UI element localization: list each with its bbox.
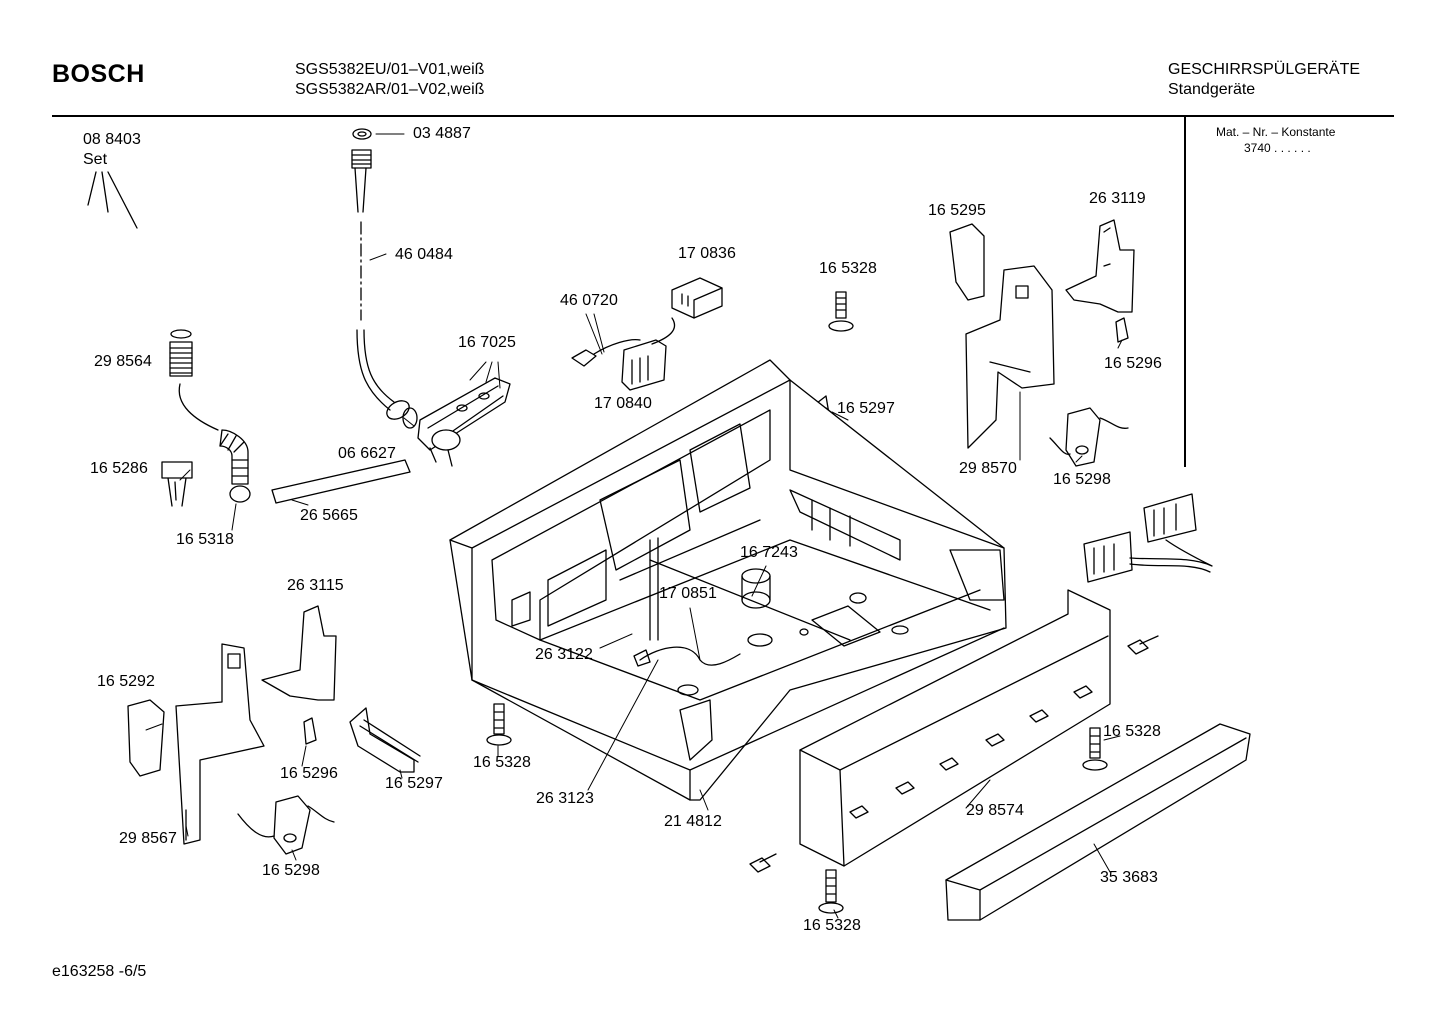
part-label-16-5297-left: 16 5297	[385, 775, 443, 792]
part-label-17-0851: 17 0851	[659, 585, 717, 602]
category-subtitle: Standgeräte	[1168, 81, 1256, 98]
spring-left	[350, 708, 420, 772]
kick-plate	[946, 724, 1250, 920]
left-bracket-group	[128, 606, 336, 854]
part-label-16-5328-bottom: 16 5328	[803, 917, 861, 934]
material-constant-label: Mat. – Nr. – Konstante	[1216, 125, 1336, 139]
material-constant-value: 3740 . . . . . .	[1244, 141, 1311, 155]
part-label-set: Set	[83, 151, 108, 168]
part-label-16-5328-top: 16 5328	[819, 260, 877, 277]
model-number-1: SGS5382EU/01–V01,weiß	[295, 61, 485, 78]
part-label-29-8570: 29 8570	[959, 460, 1017, 477]
wire-harness	[1084, 494, 1212, 582]
corrugated-hose	[220, 430, 250, 502]
part-label-46-0484: 46 0484	[395, 246, 453, 263]
leader-lines	[146, 134, 1122, 918]
small-screws	[750, 636, 1158, 872]
part-label-29-8564: 29 8564	[94, 353, 152, 370]
side-divider	[1184, 117, 1186, 467]
part-label-06-6627: 06 6627	[338, 445, 396, 462]
part-label-17-0836: 17 0836	[678, 245, 736, 262]
part-label-26-3122: 26 3122	[535, 646, 593, 663]
part-label-46-0720: 46 0720	[560, 292, 618, 309]
model-numbers: SGS5382EU/01–V01,weiß SGS5382AR/01–V02,w…	[295, 60, 484, 100]
screw-center	[487, 704, 511, 745]
drawing-code: e163258 -6/5	[52, 963, 147, 980]
part-label-16-7025: 16 7025	[458, 334, 516, 351]
part-label-17-0840: 17 0840	[594, 395, 652, 412]
set-leader-lines	[88, 172, 137, 228]
part-label-29-8567: 29 8567	[119, 830, 177, 847]
model-number-2: SGS5382AR/01–V02,weiß	[295, 81, 485, 98]
part-label-26-3123: 26 3123	[536, 790, 594, 807]
category-title: GESCHIRRSPÜLGERÄTE	[1168, 61, 1361, 78]
material-constant-box: Mat. – Nr. – Konstante 3740 . . . . . .	[1216, 124, 1335, 156]
part-label-08-8403: 08 8403	[83, 131, 141, 148]
brand-logo: BOSCH	[52, 60, 145, 88]
header-divider	[52, 115, 1394, 117]
product-category: GESCHIRRSPÜLGERÄTE Standgeräte	[1168, 60, 1360, 100]
plinth-panel	[800, 590, 1110, 866]
part-label-16-5297-right: 16 5297	[837, 400, 895, 417]
part-label-16-7243: 16 7243	[740, 544, 798, 561]
hose-clip	[162, 462, 192, 506]
inlet-hose	[352, 129, 417, 428]
screw-bottom	[819, 870, 843, 913]
part-label-16-5298-right: 16 5298	[1053, 471, 1111, 488]
part-label-16-5328-center: 16 5328	[473, 754, 531, 771]
pressure-sensor	[418, 378, 510, 466]
part-label-16-5292: 16 5292	[97, 673, 155, 690]
connector-block	[672, 278, 722, 318]
part-label-26-3119: 26 3119	[1089, 190, 1146, 207]
part-label-29-8574: 29 8574	[966, 802, 1024, 819]
part-label-16-5328-right: 16 5328	[1103, 723, 1161, 740]
part-label-16-5298-left: 16 5298	[262, 862, 320, 879]
part-label-16-5286: 16 5286	[90, 460, 148, 477]
sensor-cable	[572, 318, 675, 390]
drain-spring	[170, 330, 218, 430]
drain-hose	[272, 460, 410, 503]
part-label-35-3683: 35 3683	[1100, 869, 1158, 886]
part-label-26-5665: 26 5665	[300, 507, 358, 524]
part-label-21-4812: 21 4812	[664, 813, 722, 830]
right-bracket-group	[950, 220, 1134, 466]
part-label-16-5318: 16 5318	[176, 531, 234, 548]
screw-right	[1083, 728, 1107, 770]
part-label-03-4887: 03 4887	[413, 125, 471, 142]
part-label-16-5296-right: 16 5296	[1104, 355, 1162, 372]
part-label-16-5296-left: 16 5296	[280, 765, 338, 782]
part-label-16-5295: 16 5295	[928, 202, 986, 219]
screw-top	[829, 292, 853, 331]
base-tub	[450, 360, 1006, 800]
part-label-26-3115: 26 3115	[287, 577, 344, 594]
